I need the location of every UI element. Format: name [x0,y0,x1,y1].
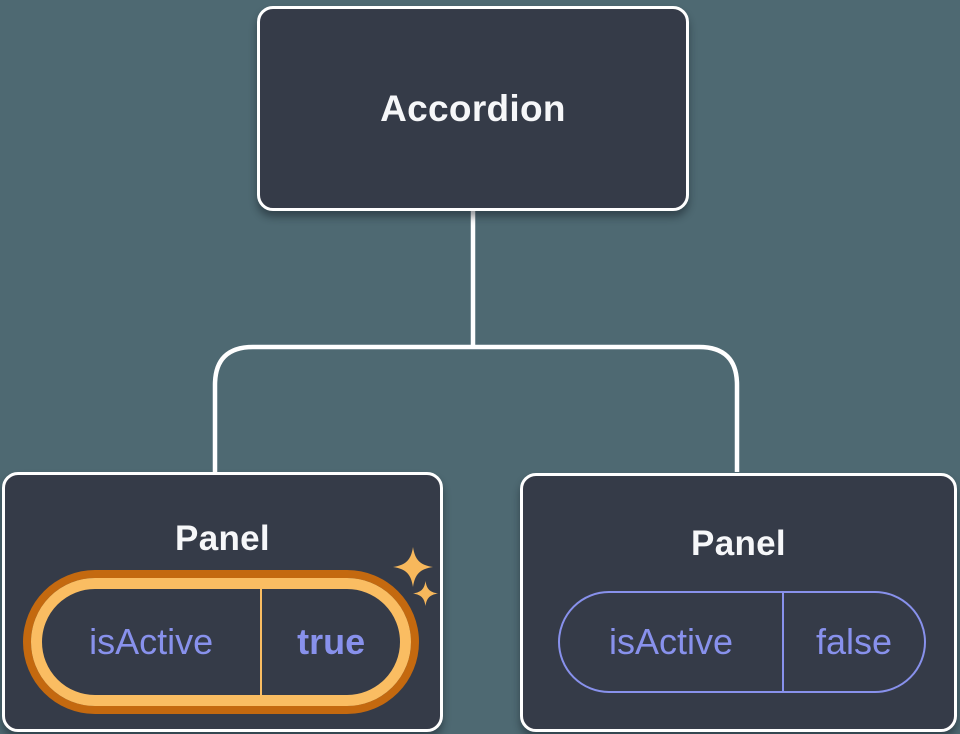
sparkle-icon-small-shape [413,581,438,606]
state-key-label: isActive [42,589,263,695]
node-accordion-label: Accordion [380,87,566,129]
sparkle-icon [393,547,433,587]
node-panel-active: Panel isActive true [2,472,443,732]
node-accordion: Accordion [257,6,689,211]
sparkle-icon-small [413,581,438,606]
connector-branch [212,344,740,472]
state-pill-active: isActive true [31,578,411,706]
state-value-label: false [815,621,893,662]
node-panel-inactive: Panel isActive false [520,473,957,732]
panel-active-label: Panel [175,519,270,558]
state-value-label: true [297,621,366,662]
sparkle-icon-shape [393,547,433,587]
state-key-label: isActive [560,593,785,691]
state-pill-inactive: isActive false [558,591,926,693]
panel-inactive-label: Panel [691,524,786,563]
